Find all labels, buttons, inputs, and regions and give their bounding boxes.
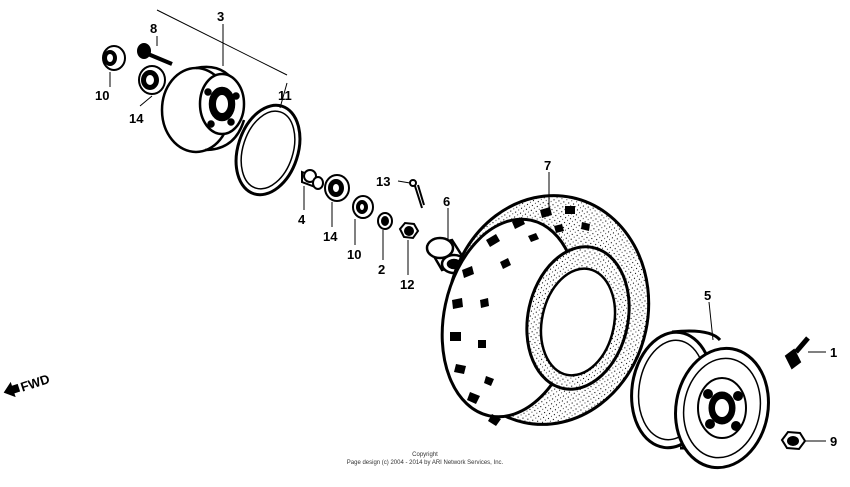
part-3-brake-drum	[160, 65, 246, 154]
callout-5: 5	[704, 288, 711, 303]
part-14-bearing-upper	[138, 65, 166, 95]
callout-11: 11	[278, 88, 292, 103]
callout-12: 12	[400, 277, 414, 292]
part-2-collar	[377, 212, 393, 230]
leader-lines	[109, 9, 826, 442]
part-4-collar	[301, 169, 324, 190]
callout-6: 6	[443, 194, 450, 209]
part-8-bolt	[137, 43, 173, 66]
part-9-nut	[780, 430, 807, 451]
part-10-seal-upper	[102, 45, 126, 71]
copyright-line-2: Page design (c) 2004 - 2014 by ARI Netwo…	[346, 460, 504, 466]
callout-9: 9	[830, 434, 837, 449]
copyright-line-1: Copyright	[412, 452, 438, 458]
part-5-rim	[630, 329, 770, 470]
callout-10-upper: 10	[95, 88, 109, 103]
part-11-o-ring	[234, 103, 302, 197]
callout-8: 8	[150, 21, 157, 36]
part-12-nut	[398, 221, 420, 240]
part-13-cotter-pin	[409, 179, 425, 209]
callout-7: 7	[544, 158, 551, 173]
part-7-tire	[440, 194, 651, 426]
fwd-arrow-icon: FWD	[3, 371, 52, 398]
callout-1: 1	[830, 345, 837, 360]
callout-14-lower: 14	[323, 229, 338, 244]
part-14-bearing-lower	[324, 174, 350, 202]
part-10-seal-lower	[352, 195, 374, 219]
callout-14-upper: 14	[129, 111, 144, 126]
part-1-valve-stem	[784, 336, 810, 370]
callout-4: 4	[298, 212, 306, 227]
callout-2: 2	[378, 262, 385, 277]
callout-3: 3	[217, 9, 224, 24]
callout-10-lower: 10	[347, 247, 361, 262]
fwd-label: FWD	[19, 371, 52, 394]
callout-13: 13	[376, 174, 390, 189]
